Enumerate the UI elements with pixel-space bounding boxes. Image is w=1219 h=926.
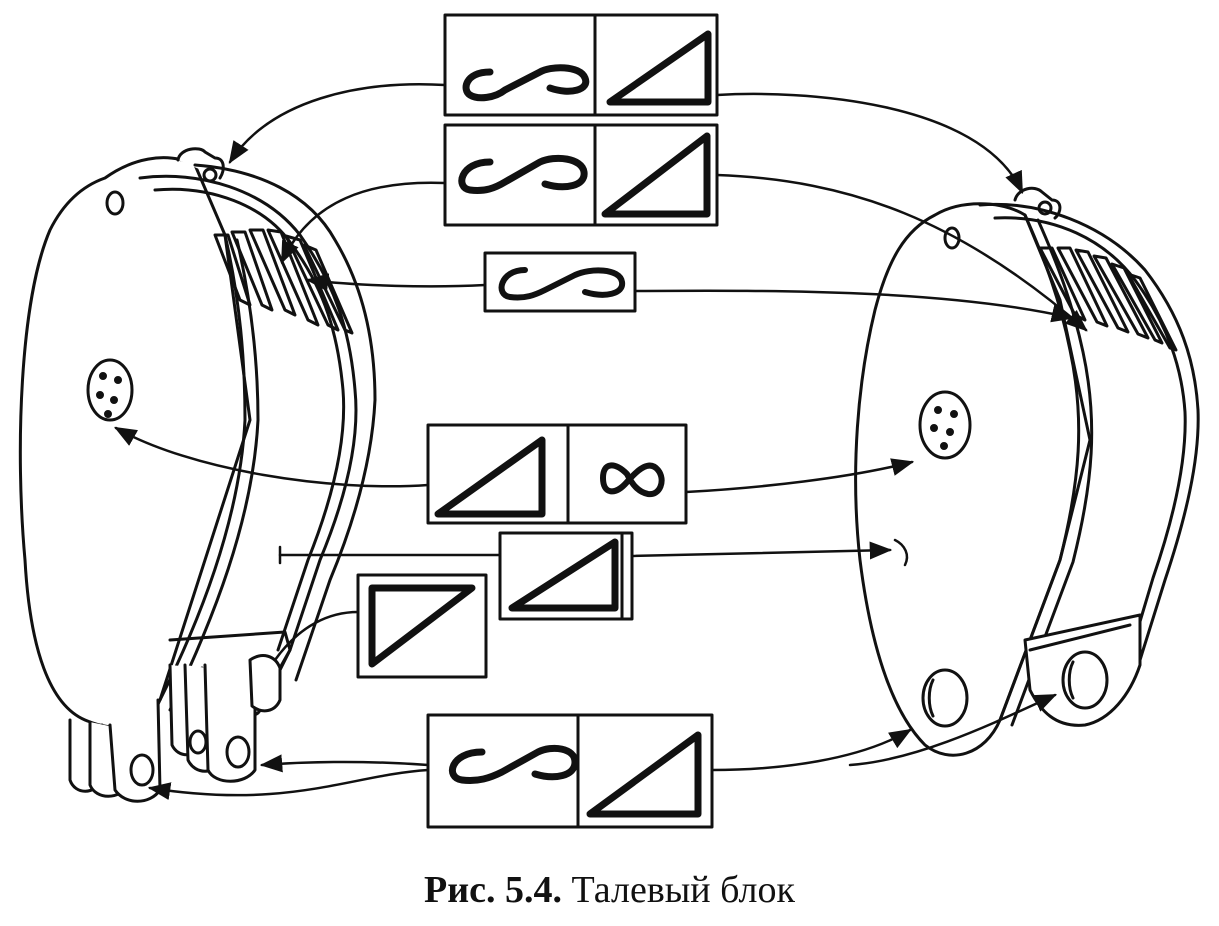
right-axle-pin: [921, 668, 969, 728]
left-sheave-grooves: [213, 228, 354, 335]
right-axle-cover: [918, 390, 972, 460]
left-axle-cover: [86, 358, 134, 422]
left-block: [18, 147, 377, 803]
straightness-icon: [458, 154, 588, 194]
left-cheek-plate: [18, 156, 252, 729]
right-block: [854, 186, 1200, 757]
talevy-block-diagram: [18, 13, 1200, 829]
infinity-icon: [600, 462, 665, 498]
flatness-icon: [606, 30, 712, 106]
flatness-icon: [368, 584, 476, 668]
straightness-icon: [449, 744, 579, 784]
straightness-icon: [462, 64, 590, 102]
symbol-frame-left-single: [356, 573, 488, 679]
symbol-frame-center-single: [498, 531, 634, 621]
left-fork-pin-hole: [129, 753, 155, 787]
symbol-frame-middle-single: [483, 251, 637, 313]
symbol-frame-top-1: [443, 13, 719, 117]
figure-title: Талевый блок: [571, 869, 795, 911]
flatness-icon: [586, 731, 702, 818]
right-hook-pin: [1061, 650, 1109, 710]
right-shroud: [978, 202, 1200, 702]
symbol-frame-top-2: [443, 123, 719, 227]
flatness-icon: [508, 538, 619, 612]
straightness-icon: [498, 267, 626, 301]
figure-caption: Рис. 5.4. Талевый блок: [0, 868, 1219, 912]
symbol-frame-center-pair: [426, 423, 688, 525]
left-shroud: [138, 174, 358, 702]
leader-lines: [114, 83, 1088, 801]
flatness-icon: [601, 132, 711, 218]
left-cheek-hole: [105, 190, 125, 216]
flatness-icon: [434, 436, 546, 518]
left-fork-lug-6: [203, 663, 257, 783]
figure-number: Рис. 5.4.: [424, 869, 563, 911]
symbol-frame-bottom-pair: [426, 713, 714, 829]
